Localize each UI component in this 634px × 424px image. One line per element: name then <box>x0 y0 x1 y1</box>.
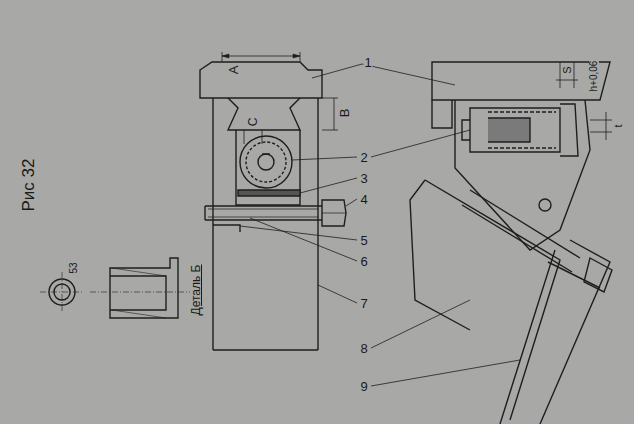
dimension-letter: A <box>227 65 240 76</box>
screw-thread <box>488 112 556 148</box>
bolt-head-right <box>584 258 612 292</box>
screw-head <box>560 104 578 156</box>
callout-number: 6 <box>359 255 368 268</box>
dimension-letter: S <box>562 65 573 74</box>
plate-8 <box>410 180 560 420</box>
slide-lip <box>432 100 452 128</box>
bolt-head <box>322 200 346 226</box>
sleeve-bore <box>110 276 166 310</box>
callout-number: 3 <box>359 172 368 185</box>
bolt-head-line <box>322 213 346 214</box>
bushing <box>488 118 530 142</box>
callout-number: 5 <box>359 234 368 247</box>
callout-number: 8 <box>359 342 368 355</box>
rail-9 <box>500 240 610 424</box>
callout-number: 2 <box>359 151 368 164</box>
pin <box>539 199 551 211</box>
callout-number: 9 <box>359 380 368 393</box>
dimension-b <box>322 98 338 130</box>
gear-teeth <box>246 142 286 182</box>
axis <box>40 272 84 312</box>
dimension-s <box>556 62 578 88</box>
dimension-a <box>222 52 300 62</box>
plate <box>238 190 300 196</box>
dimension-letter: B <box>338 108 351 119</box>
dimension-c <box>244 130 262 144</box>
slide-line <box>228 97 300 98</box>
slide <box>200 62 322 130</box>
keyway <box>262 153 270 154</box>
figure-number: Рис 32 <box>20 158 37 213</box>
dimension-letter: t <box>613 123 624 128</box>
housing <box>455 100 590 250</box>
nut-pocket <box>213 225 240 232</box>
plate-edge <box>462 190 580 272</box>
bolt-right <box>548 262 600 288</box>
callout-number: 4 <box>359 193 368 206</box>
gear <box>240 136 292 188</box>
screw-bore <box>470 108 560 152</box>
bolt <box>205 206 322 220</box>
dimension-t <box>590 112 612 140</box>
page-number: 53 <box>69 261 79 274</box>
dimension-letter: C <box>247 117 259 128</box>
leaders <box>240 64 520 386</box>
callout-number: 7 <box>359 297 368 310</box>
gear-pocket <box>236 130 300 205</box>
axis <box>90 292 190 293</box>
callout-number: 1 <box>363 56 372 69</box>
bolt-thread <box>208 209 318 217</box>
slide-side <box>432 62 610 100</box>
hatch <box>112 268 166 318</box>
tolerance: h+0,06 <box>589 60 599 93</box>
sleeve <box>110 258 178 318</box>
detail-title: Деталь Б <box>190 264 202 317</box>
gear-bore <box>258 154 274 170</box>
arrow <box>222 54 300 58</box>
